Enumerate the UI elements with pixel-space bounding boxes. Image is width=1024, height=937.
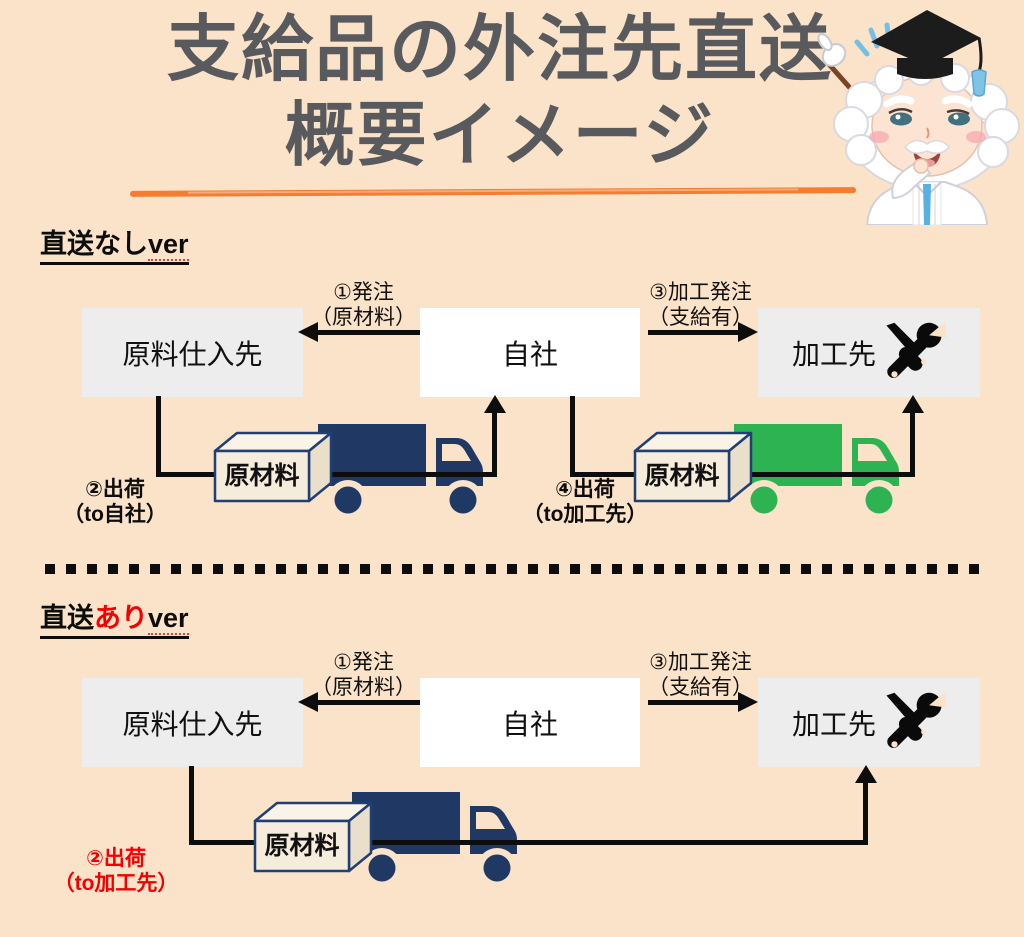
process-label-line2: （支給有） — [648, 306, 753, 329]
order-arrow-label-s2: ①発注 （原材料） — [296, 650, 431, 700]
company-box-s1: 自社 — [420, 308, 640, 397]
processor-label: 加工先 — [791, 338, 876, 370]
order-label-line1: ①発注 — [333, 651, 394, 674]
cargo-label: 原材料 — [224, 462, 299, 490]
supplier-box-s1: 原料仕入先 — [82, 308, 303, 397]
crayon-underline — [129, 187, 857, 197]
order-label-line1: ①発注 — [333, 281, 394, 304]
ship-connector-s1-right-v2 — [910, 410, 915, 477]
ship-connector-s1-right-v1 — [570, 396, 575, 477]
process-arrow-label-s2: ③加工発注 （支給有） — [628, 650, 773, 700]
ship-label-line2: （to加工先） — [522, 503, 648, 526]
ship-label-s2: ②出荷 （to加工先） — [36, 846, 196, 896]
heading-prefix: 直送 — [40, 603, 94, 633]
order-label-line2: （原材料） — [311, 306, 416, 329]
ship-connector-s2-v2 — [863, 780, 868, 845]
section-2-heading: 直送ありver — [40, 596, 189, 639]
tools-icon — [886, 321, 946, 378]
ship-arrowhead-s1-right — [902, 395, 924, 413]
supplier-label: 原料仕入先 — [122, 708, 263, 740]
professor-icon — [817, 10, 1020, 225]
order-label-line2: （原材料） — [311, 676, 416, 699]
processor-label: 加工先 — [791, 708, 876, 740]
ship-label-line2: （to自社） — [63, 503, 167, 526]
page-title-line1: 支給品の外注先直送 — [166, 10, 833, 90]
heading-accent: あり — [94, 603, 148, 633]
page-title-line2: 概要イメージ — [284, 96, 716, 174]
process-arrow-line-s1 — [648, 330, 740, 335]
company-label: 自社 — [501, 338, 558, 370]
supplier-box-s2: 原料仕入先 — [82, 678, 303, 767]
company-label: 自社 — [501, 708, 558, 740]
cargo-box-icon: 原材料 — [253, 801, 373, 873]
company-box-s2: 自社 — [420, 678, 640, 767]
order-arrow-line-s1 — [316, 330, 420, 335]
process-label-line1: ③加工発注 — [649, 651, 752, 674]
ship-connector-s2-h — [189, 840, 868, 845]
process-label-line2: （支給有） — [648, 676, 753, 699]
cargo-label: 原材料 — [264, 832, 339, 860]
ship-label-line1: ④出荷 — [555, 478, 615, 501]
processor-box-s1: 加工先 — [758, 308, 980, 397]
tools-icon — [886, 691, 946, 748]
heading-suffix: ver — [148, 229, 189, 261]
process-arrow-line-s2 — [648, 700, 740, 705]
process-label-line1: ③加工発注 — [649, 281, 752, 304]
order-arrowhead-s2 — [298, 692, 318, 712]
section-1-heading: 直送なしver — [40, 222, 189, 265]
dotted-divider — [45, 564, 983, 574]
ship-label-s1-right: ④出荷 （to加工先） — [500, 477, 670, 527]
heading-prefix: 直送なし — [40, 229, 148, 259]
ship-label-s1-left: ②出荷 （to自社） — [40, 477, 190, 527]
supplier-label: 原料仕入先 — [122, 338, 263, 370]
process-arrowhead-s2 — [738, 692, 758, 712]
cargo-box-icon: 原材料 — [633, 431, 753, 503]
order-arrow-line-s2 — [316, 700, 420, 705]
process-arrowhead-s1 — [738, 322, 758, 342]
page-title: 支給品の外注先直送 概要イメージ — [0, 4, 1000, 174]
cargo-label: 原材料 — [644, 462, 719, 490]
ship-connector-s1-left-v1 — [156, 396, 161, 477]
heading-suffix: ver — [148, 603, 189, 635]
ship-arrowhead-s2 — [855, 765, 877, 783]
ship-connector-s2-v1 — [189, 766, 194, 845]
order-arrow-label-s1: ①発注 （原材料） — [296, 280, 431, 330]
ship-connector-s1-left-v2 — [492, 410, 497, 477]
order-arrowhead-s1 — [298, 322, 318, 342]
ship-label-line1: ②出荷 — [85, 478, 145, 501]
ship-label-line1: ②出荷 — [86, 847, 146, 870]
graduation-cap-icon — [871, 10, 981, 66]
ship-label-line2: （to加工先） — [53, 872, 179, 895]
processor-box-s2: 加工先 — [758, 678, 980, 767]
ship-arrowhead-s1-left — [484, 395, 506, 413]
process-arrow-label-s1: ③加工発注 （支給有） — [628, 280, 773, 330]
cargo-box-icon: 原材料 — [213, 431, 333, 503]
